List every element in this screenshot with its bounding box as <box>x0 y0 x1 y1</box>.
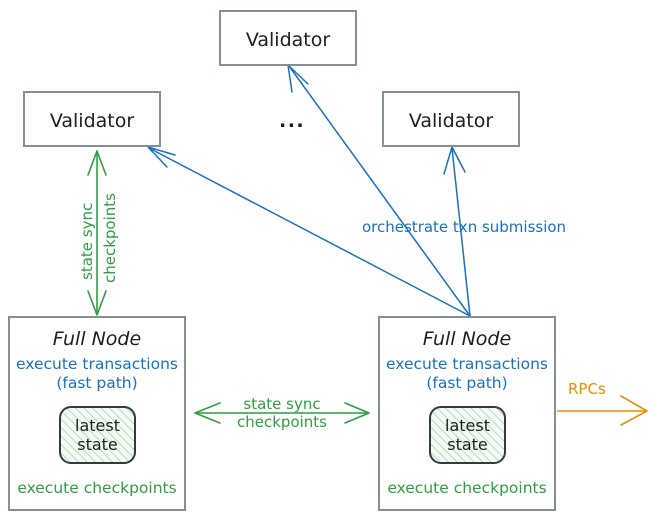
edge-label-checkpoints-horizontal-line2: checkpoints <box>237 413 327 431</box>
full-node-right-box[interactable]: Full Node execute transactions (fast pat… <box>378 316 556 511</box>
edge-label-state-sync-vertical: state sync <box>78 203 96 280</box>
edge-label-checkpoints-vertical-line1: checkpoints <box>101 193 119 283</box>
edge-label-state-sync-vertical-line1: state sync <box>78 202 96 280</box>
full-node-left-latest-state-line2: state <box>77 435 118 454</box>
full-node-left-box[interactable]: Full Node execute transactions (fast pat… <box>8 316 186 511</box>
validator-left-box[interactable]: Validator <box>23 91 161 147</box>
full-node-right-execute-transactions-line1: execute transactions <box>385 355 549 373</box>
full-node-left-execute-transactions-line1: execute transactions <box>15 355 179 373</box>
validator-top-label: Validator <box>245 29 331 51</box>
full-node-right-latest-state-box[interactable]: latest state <box>429 406 506 464</box>
full-node-left-latest-state-line1: latest <box>75 416 120 435</box>
validator-right-box[interactable]: Validator <box>382 91 520 147</box>
edge-label-orchestrate-txn-submission: orchestrate txn submission <box>362 218 567 236</box>
edge-label-state-sync-horizontal: state sync checkpoints <box>218 395 346 431</box>
validator-left-label: Validator <box>49 110 135 132</box>
edge-label-rpcs: RPCs <box>568 380 606 398</box>
full-node-left-latest-state-box[interactable]: latest state <box>59 406 136 464</box>
full-node-right-latest-state-line2: state <box>447 435 488 454</box>
full-node-right-title: Full Node <box>422 328 512 350</box>
full-node-left-execute-transactions-line2: (fast path) <box>56 374 138 392</box>
full-node-left-execute-transactions: execute transactions (fast path) <box>10 355 184 393</box>
validator-top-box[interactable]: Validator <box>219 10 357 66</box>
full-node-left-title: Full Node <box>52 328 142 350</box>
validator-right-label: Validator <box>408 110 494 132</box>
validator-ellipsis: ... <box>279 110 306 132</box>
edge-label-checkpoints-vertical: checkpoints <box>101 193 119 283</box>
full-node-right-execute-transactions-line2: (fast path) <box>426 374 508 392</box>
edge-label-state-sync-horizontal-line1: state sync <box>243 395 321 413</box>
full-node-right-latest-state-line1: latest <box>445 416 490 435</box>
full-node-right-execute-checkpoints: execute checkpoints <box>387 479 547 497</box>
full-node-right-execute-transactions: execute transactions (fast path) <box>380 355 554 393</box>
edge-rpcs <box>557 395 648 426</box>
full-node-left-execute-checkpoints: execute checkpoints <box>17 479 177 497</box>
